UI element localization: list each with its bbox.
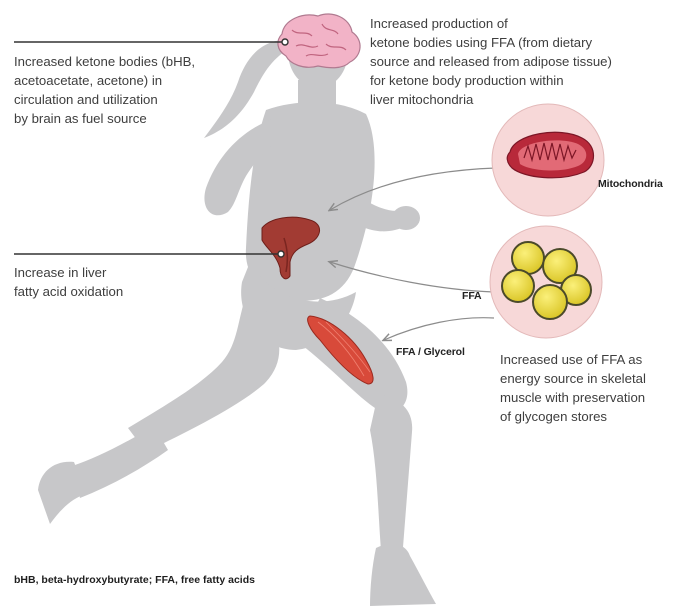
muscle-label: Increased use of FFA as energy source in… (500, 350, 676, 426)
ketone-production-label: Increased production of ketone bodies us… (370, 14, 670, 109)
footnote: bHB, beta-hydroxybutyrate; FFA, free fat… (14, 574, 255, 586)
mitochondria-tag: Mitochondria (598, 178, 663, 190)
mitochondria-inset (492, 104, 604, 216)
ffa-tag: FFA (462, 290, 482, 302)
ffa-glycerol-tag: FFA / Glycerol (396, 346, 465, 358)
ffa-inset (490, 226, 602, 338)
liver-label: Increase in liver fatty acid oxidation (14, 263, 234, 301)
brain-label: Increased ketone bodies (bHB, acetoaceta… (14, 52, 254, 128)
brain-illustration (278, 14, 360, 68)
